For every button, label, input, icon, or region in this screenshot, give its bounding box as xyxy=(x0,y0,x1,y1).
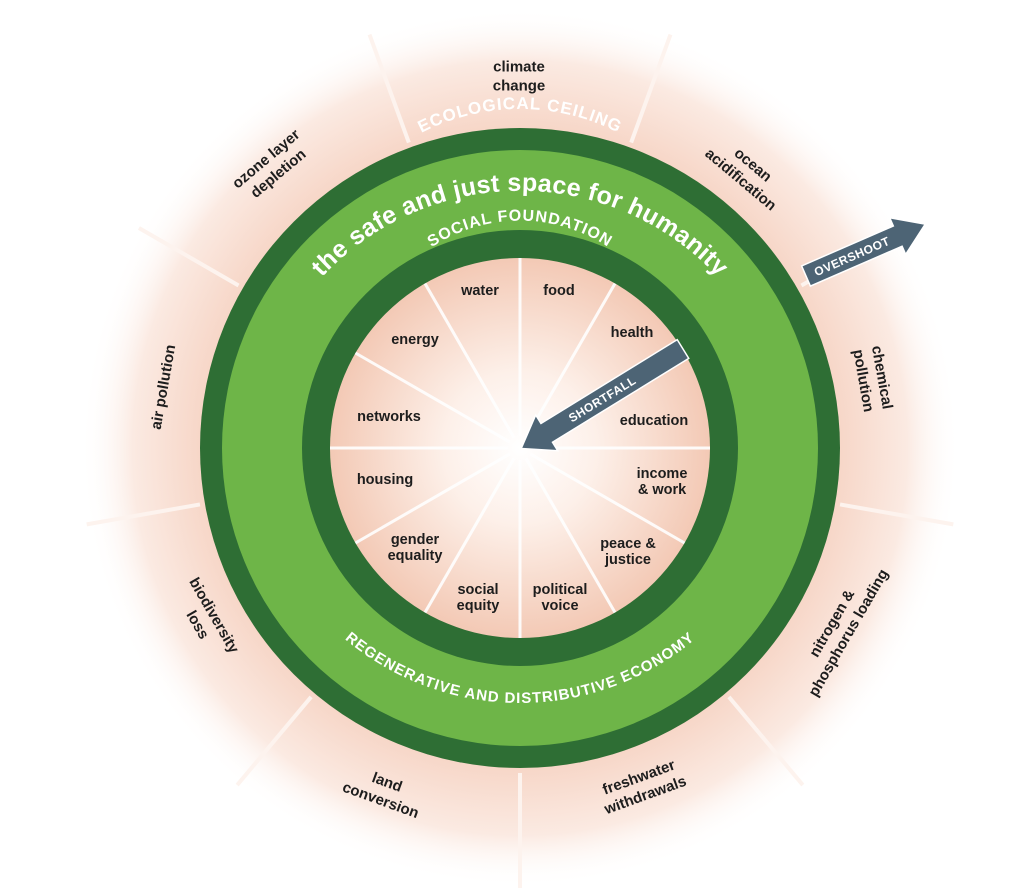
social-label-line: social xyxy=(457,582,498,598)
outer-divider-line xyxy=(86,502,201,527)
social-label-line: political xyxy=(533,582,588,598)
social-label-line: networks xyxy=(357,409,421,425)
ecological-label-line: change xyxy=(493,78,546,95)
outer-divider-line xyxy=(235,695,313,787)
social-label: water xyxy=(460,283,499,299)
outer-divider-line xyxy=(727,695,805,787)
social-label-line: food xyxy=(543,283,574,299)
shortfall-arrow-shape xyxy=(520,338,690,452)
outer-divider-line xyxy=(137,226,240,288)
social-label-line: energy xyxy=(391,332,439,348)
inner-divider-line xyxy=(524,282,617,439)
social-label-line: equity xyxy=(457,598,500,614)
social-label-line: peace & xyxy=(600,536,656,552)
outer-divider-line xyxy=(839,502,954,527)
inner-divider-line xyxy=(524,457,617,614)
social-label-line: housing xyxy=(357,472,413,488)
inner-divider-line xyxy=(529,452,686,545)
inner-divider-line xyxy=(354,351,511,444)
social-label: peace &justice xyxy=(600,536,656,568)
inner-divider-line xyxy=(423,457,516,614)
social-label-line: health xyxy=(611,325,654,341)
inner-divider-line xyxy=(423,282,516,439)
social-label: income& work xyxy=(637,466,688,498)
social-label-line: voice xyxy=(541,598,578,614)
outer-divider-line xyxy=(367,33,411,144)
social-labels: food health education income& work peace &ju… xyxy=(357,283,688,614)
social-label: networks xyxy=(357,409,421,425)
inner-core xyxy=(330,258,710,638)
social-label-line: justice xyxy=(604,552,651,568)
ecological-label: climate change xyxy=(493,59,546,95)
social-label: food xyxy=(543,283,574,299)
social-label-line: & work xyxy=(638,482,687,498)
social-label: energy xyxy=(391,332,439,348)
social-label-line: water xyxy=(460,283,499,299)
social-label: education xyxy=(620,413,688,429)
ecological-label-line: climate xyxy=(493,59,545,76)
social-label-line: equality xyxy=(388,548,443,564)
outer-divider-line xyxy=(629,33,673,144)
social-label: health xyxy=(611,325,654,341)
social-label: housing xyxy=(357,472,413,488)
social-label-line: gender xyxy=(391,532,440,548)
overshoot-arrow-shape xyxy=(800,216,927,288)
inner-divider-line xyxy=(354,452,511,545)
social-label-line: income xyxy=(637,466,688,482)
social-label-line: education xyxy=(620,413,688,429)
